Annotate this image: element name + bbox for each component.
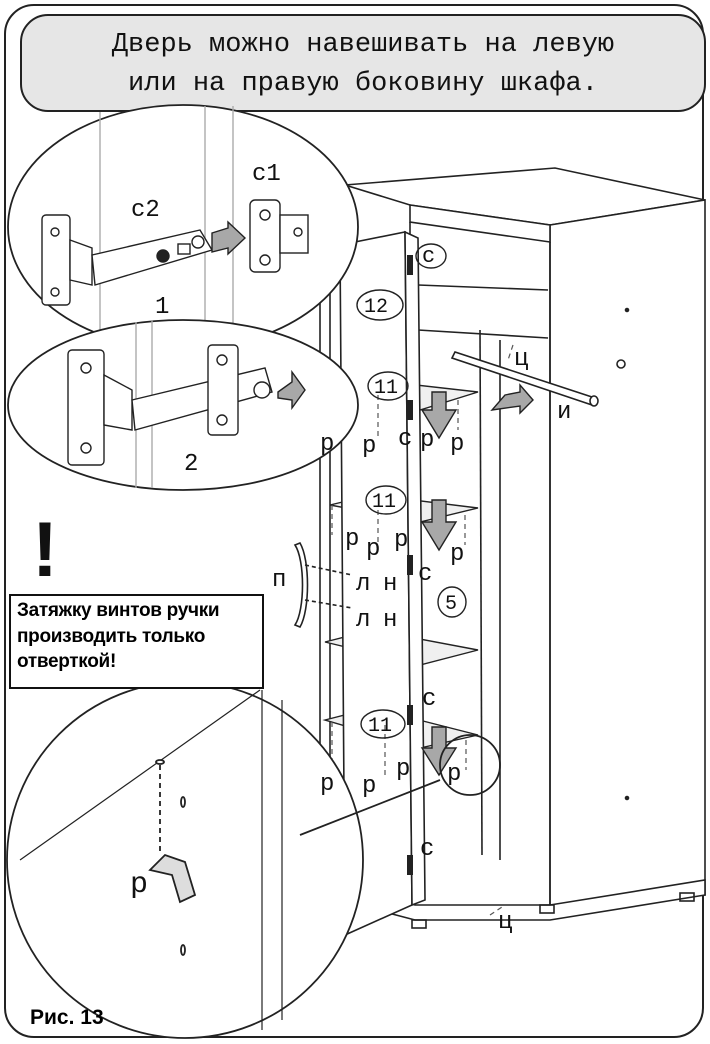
- warning-line-1: Затяжку винтов ручки: [17, 600, 220, 621]
- label-p-10: р: [362, 773, 376, 800]
- label-p-4: р: [450, 431, 464, 458]
- label-p-7: р: [394, 527, 408, 554]
- hinge-detail-1-content: [41, 106, 309, 348]
- label-step-2: 2: [184, 451, 198, 478]
- instruction-line-1: Дверь можно навешивать на левую: [111, 30, 615, 60]
- label-pi: п: [272, 567, 286, 594]
- label-ts-top: ц: [514, 346, 528, 373]
- label-c-2: с: [418, 561, 432, 588]
- label-p-12: р: [447, 761, 461, 788]
- door-hinges: [407, 255, 413, 875]
- warning-line-3: отверткой!: [17, 651, 116, 673]
- label-p-3: р: [420, 427, 434, 454]
- clothes-rail: [450, 351, 599, 407]
- label-part-12: 12: [364, 296, 388, 319]
- label-c-top: с: [422, 244, 435, 269]
- label-p-11: р: [396, 756, 410, 783]
- label-l-1: л: [356, 571, 370, 598]
- warning-exclamation-icon: !: [32, 505, 58, 593]
- door-handle: [293, 542, 353, 628]
- label-n-1: н: [383, 571, 397, 598]
- instruction-header: Дверь можно навешивать на левую или на п…: [20, 14, 706, 112]
- direction-arrows: [420, 383, 534, 777]
- wardrobe-body: [319, 167, 706, 929]
- label-i: и: [557, 399, 571, 426]
- label-p-6: р: [366, 536, 380, 563]
- label-p-1: р: [320, 431, 334, 458]
- label-part-11-c: 11: [368, 715, 392, 738]
- label-c2: с2: [131, 197, 160, 224]
- label-c1: с1: [252, 161, 281, 188]
- label-part-11-a: 11: [374, 377, 398, 400]
- label-p-2: р: [362, 433, 376, 460]
- label-c-1: с: [398, 426, 412, 453]
- label-n-2: н: [383, 607, 397, 634]
- label-l-2: л: [356, 607, 370, 634]
- instruction-line-2: или на правую боковину шкафа.: [128, 69, 598, 99]
- label-p-9: р: [320, 771, 334, 798]
- label-c-4: с: [420, 836, 434, 863]
- warning-line-2: производить только: [17, 625, 206, 647]
- label-step-1: 1: [155, 294, 169, 321]
- shelf-support-guides: [331, 344, 514, 916]
- figure-caption: Рис. 13: [30, 1006, 104, 1029]
- warning-box: Затяжку винтов ручки производить только …: [9, 594, 264, 689]
- label-p-detail: р: [130, 868, 148, 902]
- label-ts-bottom: ц: [498, 909, 512, 936]
- label-p-8: р: [450, 541, 464, 568]
- shelf-pin-detail: [6, 681, 501, 1039]
- label-c-3: с: [422, 686, 436, 713]
- label-part-5: 5: [445, 593, 457, 616]
- label-part-11-b: 11: [372, 491, 396, 514]
- label-p-5: р: [345, 526, 359, 553]
- hinge-detail-2-content: [67, 320, 306, 488]
